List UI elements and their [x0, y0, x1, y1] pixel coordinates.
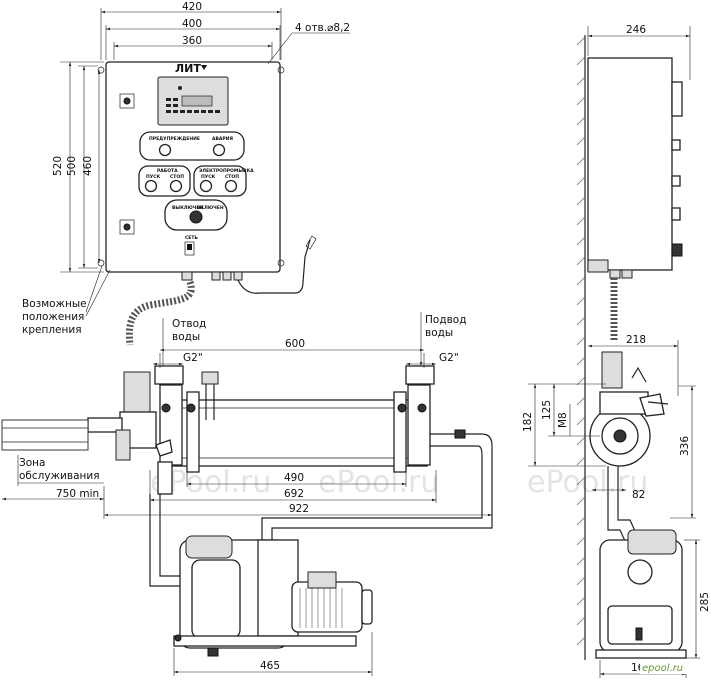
alarm-label: АВАРИЯ — [212, 136, 233, 142]
on-label: ВКЛЮЧЕН — [197, 205, 224, 211]
wash-stop-label: СТОП — [225, 174, 239, 180]
dim-246: 246 — [626, 24, 646, 36]
dim-125: 125 — [541, 400, 553, 420]
work-start-label: ПУСК — [146, 174, 161, 180]
dim-500: 500 — [66, 156, 78, 176]
corner-watermark: epool.ru — [642, 663, 683, 674]
wash-label: ЭЛЕКТРОПРОМЫВКА — [199, 168, 254, 174]
dim-520: 520 — [52, 156, 64, 176]
service-zone-pipe: Зона обслуживания — [1, 419, 104, 486]
dim-922: 922 — [289, 503, 309, 515]
inlet-label: Подвод — [425, 314, 466, 326]
dim-600: 600 — [285, 338, 305, 350]
dim-82: 82 — [632, 489, 645, 501]
dim-465: 465 — [260, 660, 280, 672]
dim-m8: M8 — [557, 412, 569, 428]
dim-750-min: 750 min — [56, 488, 99, 500]
off-label: ВЫКЛЮЧЕН — [172, 205, 204, 211]
side-view — [576, 35, 687, 660]
dim-285: 285 — [699, 592, 711, 612]
work-stop-label: СТОП — [170, 174, 184, 180]
dim-400: 400 — [182, 18, 202, 30]
dim-g2-right: G2" — [439, 352, 459, 364]
watermark: ePool.ru — [527, 465, 648, 500]
outlet-label: воды — [172, 331, 200, 343]
dim-218: 218 — [626, 334, 646, 346]
mount-label: Возможные — [22, 298, 87, 310]
zone-label: Зона — [19, 457, 45, 469]
work-label: РАБОТА — [157, 168, 178, 174]
dim-490: 490 — [284, 472, 304, 484]
reactor-dimensions: 600 G2" G2" 490 692 922 750 min — [2, 338, 493, 519]
mounting-note: Возможные положения крепления — [22, 265, 111, 336]
pump-dimension: 465 — [173, 632, 373, 676]
dim-420: 420 — [182, 1, 202, 13]
net-label: СЕТЬ — [185, 235, 198, 241]
mount-label: крепления — [22, 324, 82, 336]
dim-336: 336 — [679, 436, 691, 456]
watermark: ePool.ru — [318, 465, 439, 500]
dim-g2-left: G2" — [183, 352, 203, 364]
outlet-label: Отвод — [172, 318, 206, 330]
holes-label: 4 отв.⌀8,2 — [295, 22, 350, 34]
dim-692: 692 — [284, 488, 304, 500]
dim-460: 460 — [82, 156, 94, 176]
pump — [173, 535, 373, 657]
dim-182: 182 — [522, 412, 534, 432]
mount-label: положения — [22, 311, 84, 323]
warning-label: ПРЕДУПРЕЖДЕНИЕ — [149, 136, 200, 142]
side-dimensions: 246 218 182 125 M8 336 82 285 16 — [522, 24, 711, 678]
control-cabinet: ЛИТ ПРЕДУПРЕЖДЕНИЕ АВАРИЯ РАБОТА ПУСК СТ… — [97, 61, 317, 294]
dim-360: 360 — [182, 35, 202, 47]
uv-reactor — [87, 365, 493, 587]
zone-label: обслуживания — [19, 470, 100, 482]
inlet-label: воды — [425, 327, 453, 339]
cabinet-dimensions: 420 400 360 4 отв.⌀8,2 520 500 460 — [52, 1, 350, 273]
wash-start-label: ПУСК — [201, 174, 216, 180]
brand-logo: ЛИТ — [175, 62, 201, 75]
